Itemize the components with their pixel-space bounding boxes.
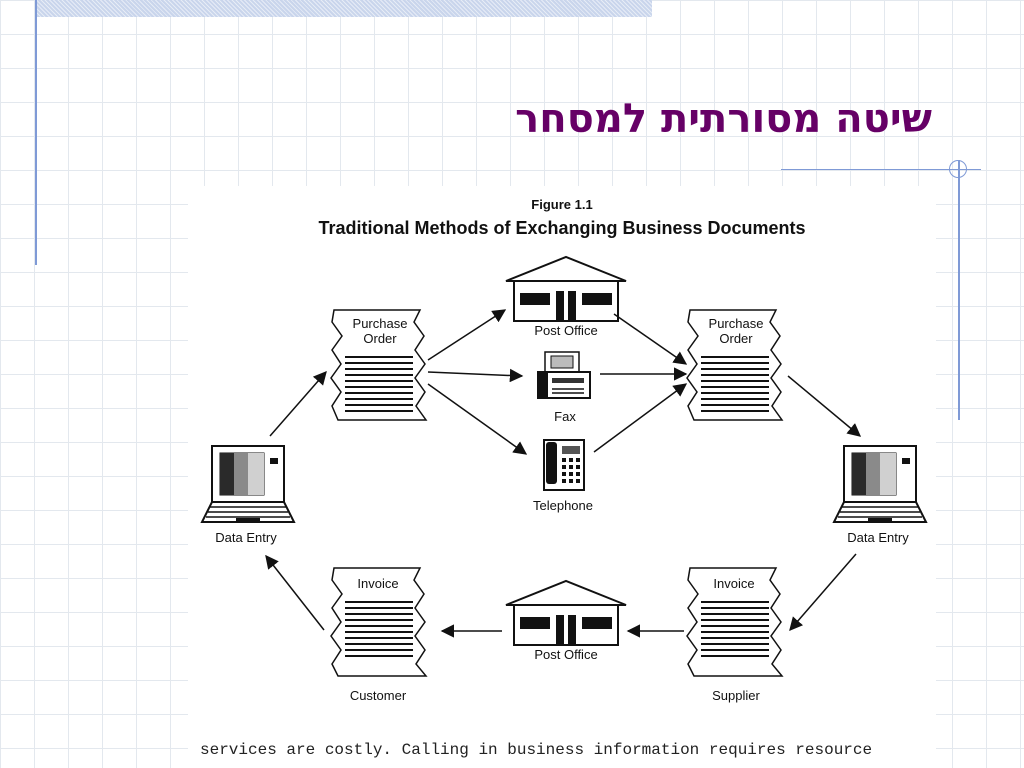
purchase-order-right: Purchase Order bbox=[686, 309, 784, 421]
purchase-order-left: Purchase Order bbox=[330, 309, 428, 421]
figure-panel: Figure 1.1 Traditional Methods of Exchan… bbox=[188, 186, 936, 768]
post-office-bottom-label: Post Office bbox=[534, 647, 597, 662]
arrow-purchase-order-to-data-entry bbox=[787, 375, 862, 437]
telephone-label: Telephone bbox=[533, 498, 593, 513]
arrow-post-office-to-purchase-order bbox=[613, 313, 688, 365]
customer-label: Customer bbox=[350, 688, 407, 703]
arrow-data-entry-to-purchase-order bbox=[269, 370, 327, 437]
arrow-invoice-to-data-entry bbox=[265, 554, 325, 631]
decorative-horizontal-line bbox=[781, 169, 981, 170]
invoice-left: Invoice bbox=[330, 567, 428, 677]
post-office-bottom-icon bbox=[505, 580, 627, 646]
body-text-fragment: services are costly. Calling in business… bbox=[200, 741, 873, 759]
post-office-top-label: Post Office bbox=[534, 323, 597, 338]
decorative-top-bar bbox=[36, 0, 652, 17]
decorative-circle bbox=[949, 160, 967, 178]
invoice-right-label: Invoice bbox=[713, 576, 754, 591]
arrow-purchase-order-to-post-office bbox=[427, 309, 507, 361]
post-office-top-icon bbox=[505, 256, 627, 322]
data-entry-right-icon bbox=[833, 445, 927, 523]
arrow-purchase-order-to-telephone bbox=[427, 383, 528, 455]
supplier-label: Supplier bbox=[712, 688, 760, 703]
fax-label: Fax bbox=[554, 409, 576, 424]
purchase-order-right-label-2: Order bbox=[719, 331, 753, 346]
fax-icon bbox=[537, 351, 591, 399]
figure-title: Traditional Methods of Exchanging Busine… bbox=[318, 218, 805, 238]
purchase-order-left-label-1: Purchase bbox=[353, 316, 408, 331]
decorative-left-line bbox=[35, 0, 37, 265]
purchase-order-left-label-2: Order bbox=[363, 331, 397, 346]
figure-diagram: Figure 1.1 Traditional Methods of Exchan… bbox=[201, 197, 927, 703]
invoice-right: Invoice bbox=[686, 567, 784, 677]
arrow-purchase-order-to-fax bbox=[427, 368, 524, 383]
arrow-data-entry-to-invoice bbox=[789, 553, 857, 632]
invoice-left-label: Invoice bbox=[357, 576, 398, 591]
figure-label: Figure 1.1 bbox=[531, 197, 592, 212]
arrow-telephone-to-purchase-order bbox=[593, 383, 688, 453]
data-entry-left-label: Data Entry bbox=[215, 530, 277, 545]
telephone-icon bbox=[543, 439, 585, 491]
purchase-order-right-label-1: Purchase bbox=[709, 316, 764, 331]
data-entry-right-label: Data Entry bbox=[847, 530, 909, 545]
slide-title: שיטה מסורתית למסחר bbox=[515, 96, 932, 142]
data-entry-left-icon bbox=[201, 445, 295, 523]
decorative-right-line bbox=[958, 160, 960, 420]
